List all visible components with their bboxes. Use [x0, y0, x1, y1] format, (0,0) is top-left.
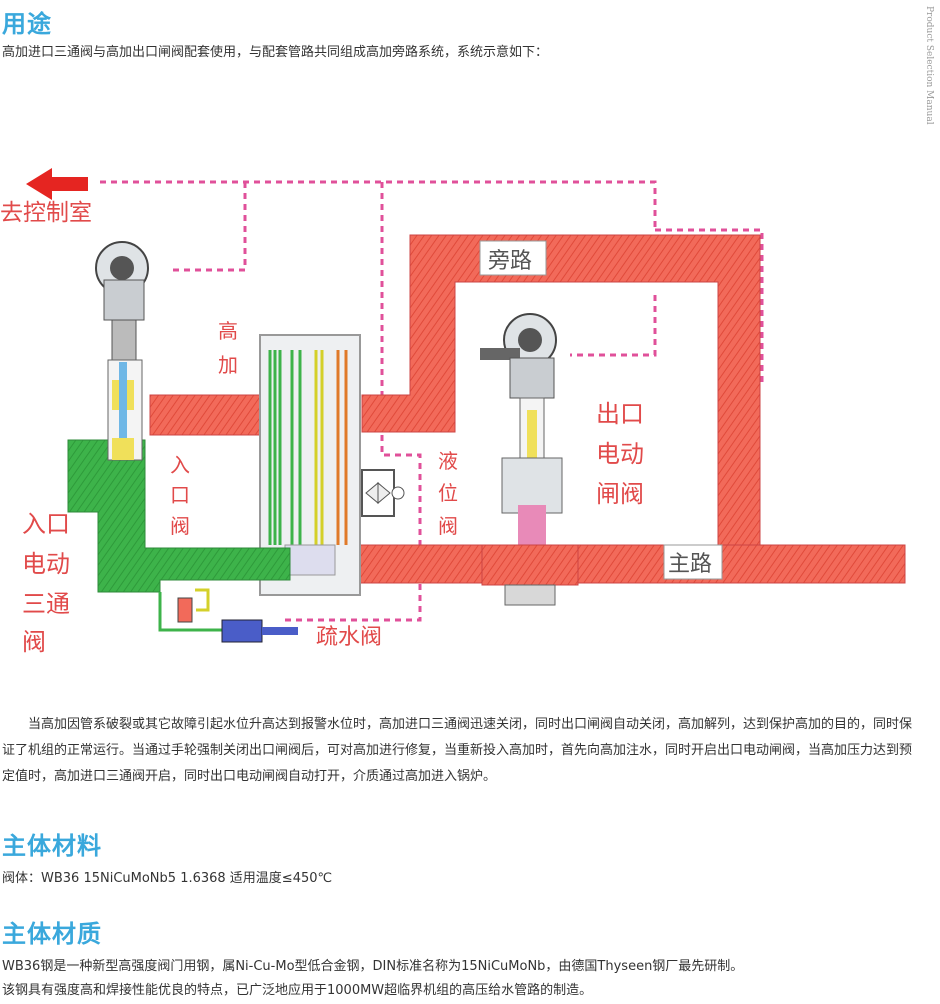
main-quality-line-1: WB36钢是一种新型高强度阀门用钢，属Ni-Cu-Mo型低合金钢，DIN标准名称… [2, 954, 743, 980]
arrow-to-control-room [26, 168, 88, 200]
label-heater-inlet-3: 阀 [170, 514, 190, 538]
label-outlet-valve-2: 电动 [596, 440, 644, 468]
label-control-room: 去控制室 [0, 200, 92, 226]
main-pipe [345, 545, 905, 583]
label-bypass: 旁路 [488, 249, 532, 274]
usage-heading: 用途 [2, 4, 52, 39]
usage-intro: 高加进口三通阀与高加出口闸阀配套使用，与配套管路共同组成高加旁路系统，系统示意如… [2, 40, 548, 66]
drain-valve [160, 590, 298, 642]
label-heater-inlet-1: 入 [170, 453, 190, 477]
level-valve [362, 470, 404, 516]
label-outlet-valve-1: 出口 [596, 400, 644, 428]
inlet-three-way-valve [96, 242, 148, 460]
label-inlet-valve-2: 电动 [22, 550, 70, 578]
usage-description-line-1: 当高加因管系破裂或其它故障引起水位升高达到报警水位时，高加进口三通阀迅速关闭，同… [28, 717, 795, 732]
label-heater-2: 加 [218, 353, 238, 377]
heater-inlet-pipe [150, 395, 262, 435]
label-heater-inlet-2: 口 [170, 483, 190, 507]
main-material-text: 阀体：WB36 15NiCuMoNb5 1.6368 适用温度≤450℃ [2, 866, 332, 892]
outlet-electric-gate-valve [480, 314, 578, 605]
label-drain-valve: 疏水阀 [316, 625, 382, 650]
main-quality-line-2: 该钢具有强度高和焊接性能优良的特点，已广泛地应用于1000MW超临界机组的高压给… [2, 978, 592, 1004]
label-level-valve-2: 位 [438, 481, 458, 505]
bypass-system-diagram: 去控制室 旁路 主路 高 加 [0, 150, 912, 670]
label-inlet-valve-1: 入口 [22, 510, 70, 538]
main-material-heading: 主体材料 [2, 826, 102, 861]
label-heater-1: 高 [218, 319, 238, 343]
label-inlet-valve-3: 三通 [22, 590, 70, 618]
label-main-pipe: 主路 [668, 552, 712, 577]
usage-description: 当高加因管系破裂或其它故障引起水位升高达到报警水位时，高加进口三通阀迅速关闭，同… [2, 712, 914, 790]
label-inlet-valve-4: 阀 [22, 628, 46, 656]
label-level-valve-3: 阀 [438, 514, 458, 538]
label-outlet-valve-3: 闸阀 [596, 480, 644, 508]
label-level-valve-1: 液 [438, 449, 458, 473]
main-quality-heading: 主体材质 [2, 914, 102, 949]
side-label: Product Selection Manual [918, 6, 934, 136]
